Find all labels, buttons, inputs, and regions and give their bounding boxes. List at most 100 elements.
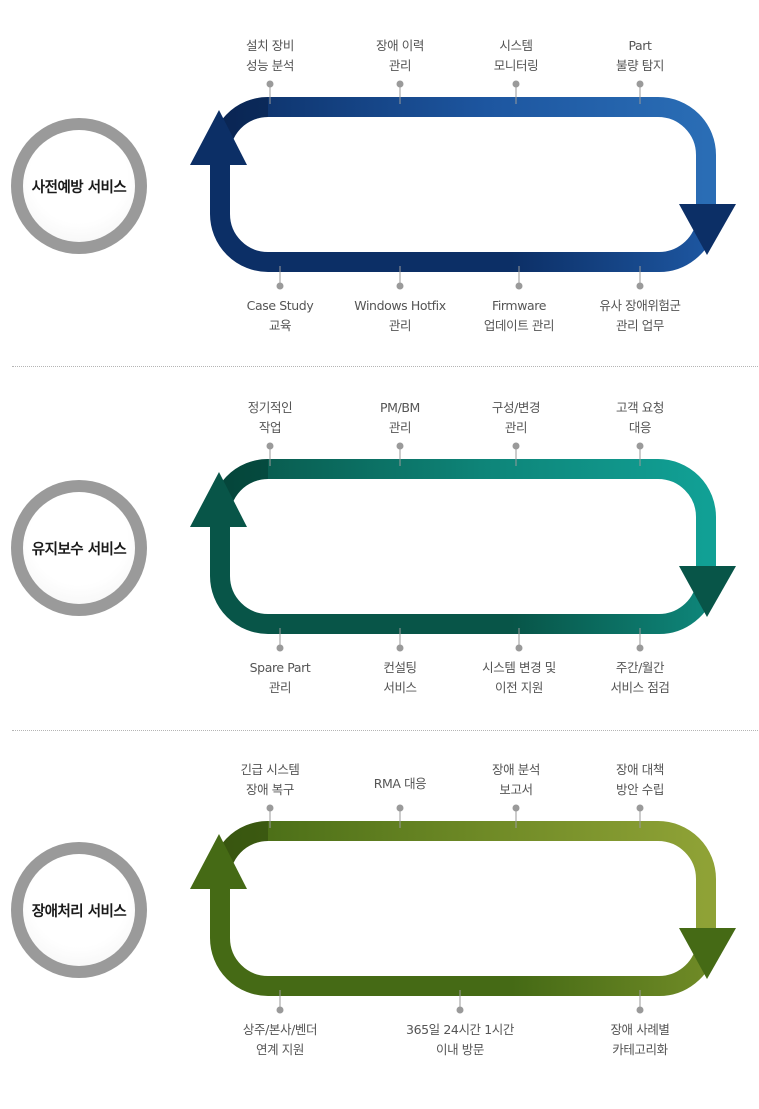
bottom-item-label: Firmware 업데이트 관리	[444, 296, 594, 336]
up-arrow-icon	[190, 110, 247, 165]
item-label-line-2: 장애 복구	[246, 782, 294, 797]
connector-dot	[515, 282, 523, 290]
connector-dot	[636, 80, 644, 88]
service-badge: 사전예방 서비스	[11, 118, 147, 254]
connector-dot	[512, 80, 520, 88]
item-label-line-2: 방안 수립	[616, 782, 664, 797]
service-title: 장애처리 서비스	[31, 903, 127, 920]
top-item-label: RMA 대응	[325, 774, 475, 794]
item-label-line-2: 교육	[268, 318, 292, 333]
connector-dot	[396, 442, 404, 450]
connector-dot	[456, 1006, 464, 1014]
loop-top-segment	[209, 820, 716, 936]
loop-bottom-segment	[210, 874, 716, 996]
connector-dot	[636, 804, 644, 812]
item-label-line-2: 모니터링	[493, 58, 539, 73]
item-label-line-2: 이전 지원	[495, 680, 543, 695]
cycle-loop-graphic	[190, 80, 736, 290]
item-label-line-2: 연계 지원	[256, 1042, 304, 1057]
loop-bottom-segment	[210, 512, 716, 634]
item-label-line-2: 보고서	[499, 782, 533, 797]
item-label-line-1: 주간/월간	[615, 660, 665, 675]
item-label-line-1: 긴급 시스템	[240, 762, 300, 777]
item-label-line-2: 불량 탐지	[616, 58, 664, 73]
item-label-line-2: 관리	[388, 420, 412, 435]
item-label-line-1: 컨설팅	[383, 660, 417, 675]
connector-dot	[276, 1006, 284, 1014]
connector-dot	[276, 282, 284, 290]
loop-top-segment	[209, 458, 716, 574]
section-divider	[12, 730, 758, 731]
item-label-line-1: 장애 대책	[616, 762, 664, 777]
item-label-line-1: 장애 분석	[492, 762, 540, 777]
item-label-line-1: 구성/변경	[491, 400, 541, 415]
item-label-line-2: 관리	[388, 58, 412, 73]
connector-dot	[636, 1006, 644, 1014]
cycle-loop-graphic	[190, 442, 736, 652]
item-label-line-2: 서비스	[383, 680, 417, 695]
service-badge: 장애처리 서비스	[11, 842, 147, 978]
cycle-loop-graphic	[190, 804, 736, 1014]
item-label-line-1: RMA 대응	[373, 776, 427, 791]
item-label-line-1: Part	[628, 38, 652, 53]
item-label-line-1: Firmware	[491, 298, 547, 313]
item-label-line-1: 장애 이력	[376, 38, 424, 53]
up-arrow-icon	[190, 834, 247, 889]
up-arrow-icon	[190, 472, 247, 527]
down-arrow-icon	[679, 928, 736, 979]
item-label-line-2: 성능 분석	[246, 58, 294, 73]
connector-dot	[512, 804, 520, 812]
top-item-label: PM/BM 관리	[325, 398, 475, 438]
connector-dot	[512, 442, 520, 450]
item-label-line-1: 설치 장비	[246, 38, 294, 53]
service-badge-inner: 유지보수 서비스	[23, 492, 135, 604]
item-label-line-1: PM/BM	[380, 400, 420, 415]
item-label-line-2: 작업	[258, 420, 282, 435]
item-label-line-1: 정기적인	[247, 400, 293, 415]
item-label-line-1: 고객 요청	[616, 400, 664, 415]
item-label-line-1: 시스템	[499, 38, 533, 53]
connector-dot	[515, 644, 523, 652]
section-divider	[12, 366, 758, 367]
item-label-line-2: 업데이트 관리	[483, 318, 555, 333]
item-label-line-2: 관리 업무	[616, 318, 664, 333]
item-label-line-1: 시스템 변경 및	[482, 660, 556, 675]
item-label-line-1: Case Study	[246, 298, 314, 313]
item-label-line-1: 유사 장애위험군	[599, 298, 681, 313]
item-label-line-2: 관리	[504, 420, 528, 435]
top-item-label: Part 불량 탐지	[565, 36, 715, 76]
item-label-line-2: 이내 방문	[436, 1042, 484, 1057]
item-label-line-1: 상주/본사/벤더	[242, 1022, 318, 1037]
connector-dot	[396, 282, 404, 290]
connector-dot	[396, 804, 404, 812]
item-label-line-1: Spare Part	[249, 660, 311, 675]
service-title: 유지보수 서비스	[31, 541, 127, 558]
connector-dot	[266, 804, 274, 812]
service-title: 사전예방 서비스	[31, 179, 127, 196]
connector-dot	[396, 80, 404, 88]
loop-top-segment	[209, 96, 716, 212]
item-label-line-1: Windows Hotfix	[354, 298, 446, 313]
item-label-line-2: 대응	[628, 420, 652, 435]
connector-dot	[636, 644, 644, 652]
item-label-line-1: 장애 사례별	[610, 1022, 670, 1037]
